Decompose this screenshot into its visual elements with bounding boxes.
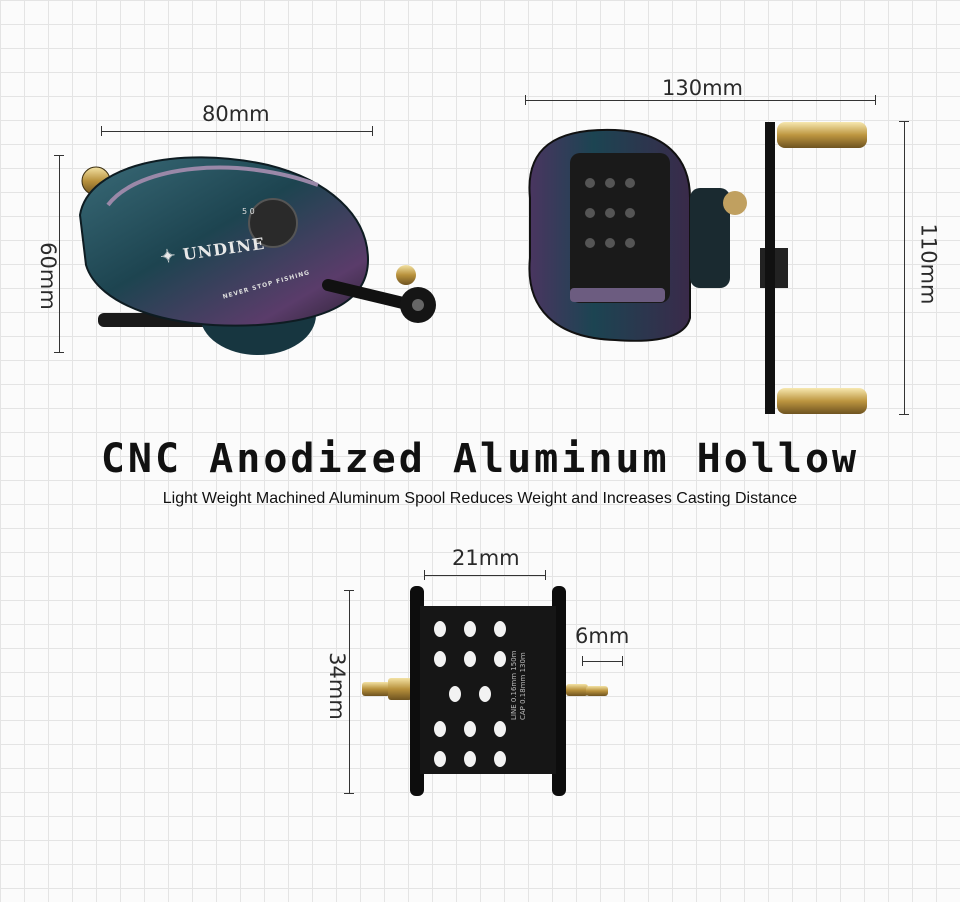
dial-marks: 5 0 xyxy=(242,207,255,216)
spool-shaft-line xyxy=(582,661,623,662)
reel-front-view-image xyxy=(528,122,867,414)
side-height-line xyxy=(59,155,60,353)
side-width-line xyxy=(101,131,373,132)
side-width-label: 80mm xyxy=(202,102,270,126)
bird-logo-icon: ✦ xyxy=(159,245,178,269)
front-height-line xyxy=(904,121,905,415)
spool-capacity-text: LINE 0.16mm 150m CAP 0.18mm 130m xyxy=(510,651,528,720)
spool-height-line xyxy=(349,590,350,794)
spool-shaft-label: 6mm xyxy=(575,624,630,648)
reel-side-view-image xyxy=(78,156,436,355)
headline: CNC Anodized Aluminum Hollow xyxy=(100,436,860,482)
side-height-label: 60mm xyxy=(35,242,60,310)
spool-width-label: 21mm xyxy=(452,546,520,570)
front-width-line xyxy=(525,100,876,101)
spool-width-line xyxy=(424,575,546,576)
front-width-label: 130mm xyxy=(662,76,743,100)
spool-height-label: 34mm xyxy=(324,652,349,720)
front-height-label: 110mm xyxy=(916,223,941,305)
spool-image xyxy=(362,586,608,796)
spool-capacity-line2: CAP 0.18mm 130m xyxy=(519,652,527,720)
spool-capacity-line1: LINE 0.16mm 150m xyxy=(510,650,518,720)
subheadline: Light Weight Machined Aluminum Spool Red… xyxy=(162,490,798,507)
